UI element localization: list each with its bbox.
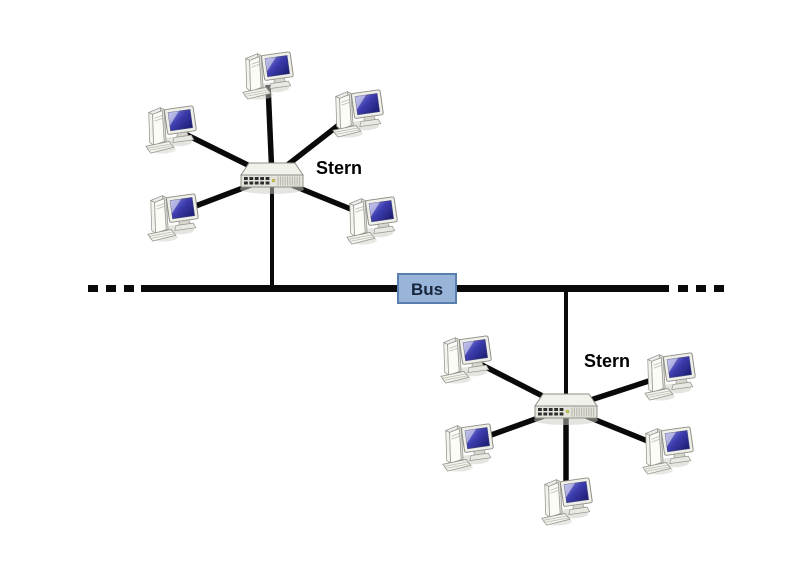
star1-label: Stern — [316, 158, 362, 178]
star2-label: Stern — [584, 351, 630, 371]
computer-icon — [145, 105, 199, 155]
switch-icon — [533, 393, 599, 426]
computer-icon — [346, 196, 400, 246]
bus-label-group: Bus — [397, 273, 457, 304]
computer-icon — [541, 477, 595, 527]
computer-icon — [332, 89, 386, 139]
bus-label-box — [397, 273, 457, 304]
computer-icon — [440, 335, 494, 385]
star-network-2: Stern — [440, 335, 698, 527]
computer-icon — [642, 426, 696, 476]
bus-dashes-right — [678, 285, 724, 292]
computer-icon — [242, 51, 296, 101]
bus-label: Bus — [411, 280, 443, 299]
star-network-1: Stern — [145, 51, 400, 246]
bus-dashes-left — [88, 285, 134, 292]
computer-icon — [147, 193, 201, 243]
cable-line — [265, 84, 275, 178]
computer-icon — [442, 423, 496, 473]
switch-icon — [239, 162, 305, 195]
computer-icon — [644, 352, 698, 402]
